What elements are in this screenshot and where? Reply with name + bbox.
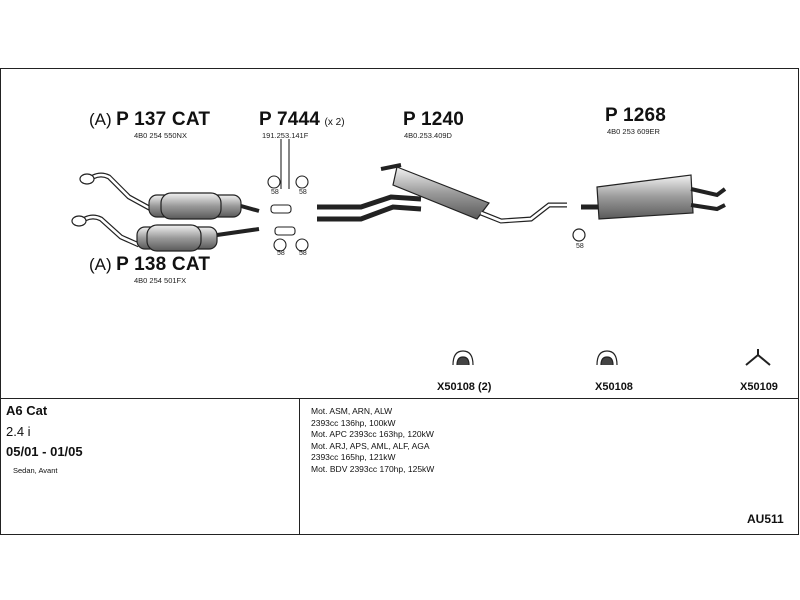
motor-line: Mot. APC 2393cc 163hp, 120kW	[311, 429, 434, 440]
motor-line: 2393cc 165hp, 121kW	[311, 452, 396, 463]
accessory-code: X50108 (2)	[437, 381, 492, 393]
part-label-p7444: P 7444 (x 2)	[259, 109, 345, 131]
vehicle-model: A6 Cat	[6, 403, 48, 418]
clamp-label: 58	[299, 189, 307, 196]
part-number: P 138 CAT	[116, 254, 211, 275]
rear-muffler-p1268	[572, 174, 727, 242]
oem-number: 191.253.141F	[262, 131, 309, 140]
catalytic-converter-p137	[79, 172, 260, 220]
clamp-set-p7444	[267, 139, 309, 252]
catalytic-converter-p138	[71, 214, 260, 252]
part-prefix: (A)	[89, 255, 112, 274]
motor-line: Mot. ARJ, APS, AML, ALF, AGA	[311, 440, 430, 451]
rubber-hanger-icon	[452, 350, 474, 366]
oem-number: 4B0 253 609ER	[607, 127, 660, 136]
clamp-label: 58	[271, 189, 279, 196]
clamp-label: 58	[299, 250, 307, 257]
part-label-p137: (A) P 137 CAT	[89, 109, 210, 131]
diagram-code: AU511	[747, 512, 784, 526]
motor-line: 2393cc 136hp, 100kW	[311, 417, 396, 428]
oem-number: 4B0 254 550NX	[134, 131, 187, 140]
part-label-p138: (A) P 138 CAT	[89, 254, 210, 276]
part-label-p1268: P 1268	[605, 105, 666, 127]
y-bracket-icon	[745, 349, 771, 366]
accessory-code: X50108	[595, 381, 633, 393]
divider-horizontal	[1, 398, 798, 399]
exhaust-system-sheet: (A) P 137 CAT 4B0 254 550NX P 7444 (x 2)…	[0, 68, 799, 535]
part-number: P 1240	[403, 109, 465, 130]
oem-number: 4B0.253.409D	[404, 131, 452, 140]
motor-line: Mot. ASM, ARN, ALW	[311, 406, 393, 416]
motor-list: Mot. ASM, ARN, ALW 2393cc 136hp, 100kW M…	[311, 406, 434, 476]
divider-vertical	[299, 398, 300, 535]
part-quantity: (x 2)	[324, 117, 345, 128]
clamp-label: 58	[277, 250, 285, 257]
part-number: P 1268	[605, 105, 667, 126]
accessory-code: X50109	[740, 381, 778, 393]
oem-number: 4B0 254 501FX	[134, 276, 187, 285]
motor-line: Mot. BDV 2393cc 170hp, 125kW	[311, 463, 435, 474]
part-prefix: (A)	[89, 110, 112, 129]
part-label-p1240: P 1240	[403, 109, 464, 131]
clamp-label: 58	[576, 243, 584, 250]
part-number: P 7444	[259, 109, 321, 130]
part-number: P 137 CAT	[116, 109, 211, 130]
rubber-hanger-icon	[596, 350, 618, 366]
vehicle-years: 05/01 - 01/05	[6, 444, 83, 459]
vehicle-body: Sedan, Avant	[13, 466, 58, 475]
exhaust-diagram	[71, 139, 771, 366]
middle-muffler-p1240	[317, 163, 567, 224]
vehicle-engine: 2.4 i	[6, 424, 31, 439]
